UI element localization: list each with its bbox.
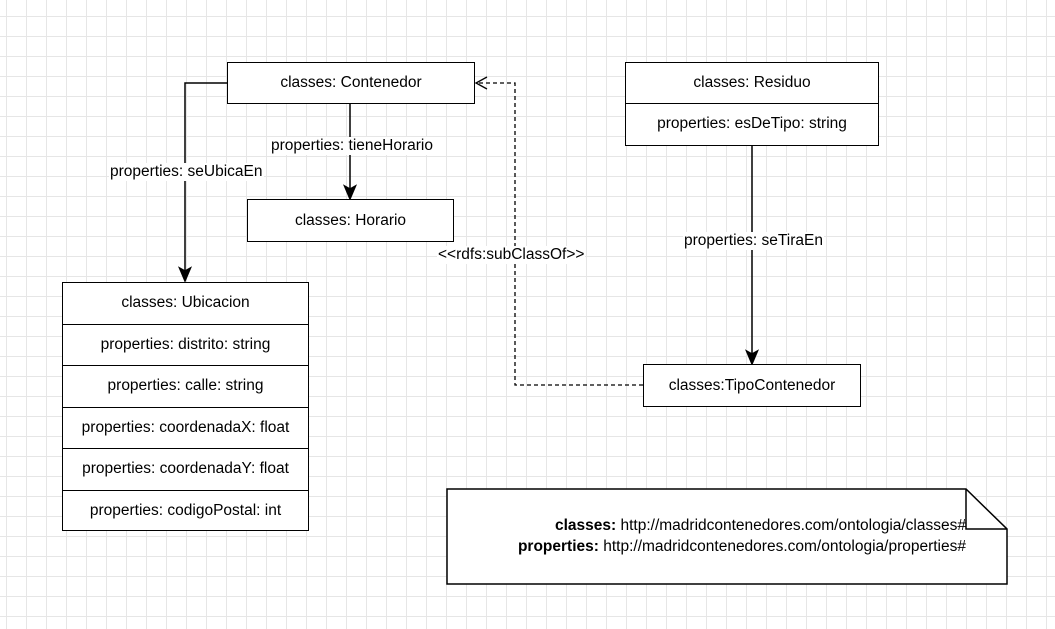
note-shape bbox=[446, 488, 1008, 585]
edge-subclass-of[interactable] bbox=[474, 76, 643, 386]
class-ubicacion[interactable]: classes: Ubicacion properties: distrito:… bbox=[62, 282, 309, 531]
ubicacion-property-distrito: properties: distrito: string bbox=[63, 325, 308, 366]
edge-se-tira-en[interactable] bbox=[744, 145, 760, 366]
ubicacion-property-coordenadax: properties: coordenadaX: float bbox=[63, 408, 308, 449]
ubicacion-property-codigopostal: properties: codigoPostal: int bbox=[89, 501, 282, 519]
note-text: classes: http://madridcontenedores.com/o… bbox=[518, 515, 966, 557]
class-contenedor[interactable]: classes: Contenedor bbox=[227, 62, 475, 104]
ubicacion-property-coordenaday: properties: coordenadaY: float bbox=[63, 449, 308, 491]
class-residuo-title: classes: Residuo bbox=[626, 63, 878, 104]
edge-se-ubica-en[interactable] bbox=[177, 82, 228, 283]
note-properties-key: properties: bbox=[517, 538, 599, 555]
note-properties-url: http://madridcontenedores.com/ontologia/… bbox=[603, 538, 966, 555]
class-tipo-contenedor[interactable]: classes:TipoContenedor bbox=[643, 364, 861, 407]
label-se-ubica-en: properties: seUbicaEn bbox=[109, 163, 264, 181]
note-classes-key: classes: bbox=[554, 517, 617, 534]
label-se-tira-en: properties: seTiraEn bbox=[683, 232, 824, 250]
class-residuo[interactable]: classes: Residuo properties: esDeTipo: s… bbox=[625, 62, 879, 146]
namespace-note[interactable]: classes: http://madridcontenedores.com/o… bbox=[446, 488, 1008, 585]
note-classes-line: classes: http://madridcontenedores.com/o… bbox=[518, 515, 966, 536]
residuo-property-esdetipo: properties: esDeTipo: string bbox=[657, 115, 847, 132]
label-tiene-horario: properties: tieneHorario bbox=[270, 137, 434, 155]
note-classes-url: http://madridcontenedores.com/ontologia/… bbox=[620, 517, 966, 534]
class-horario[interactable]: classes: Horario bbox=[247, 199, 454, 242]
note-properties-line: properties: http://madridcontenedores.co… bbox=[518, 536, 966, 557]
class-ubicacion-title: classes: Ubicacion bbox=[63, 283, 308, 325]
label-subclass-of: <<rdfs:subClassOf>> bbox=[437, 246, 586, 264]
ubicacion-property-calle: properties: calle: string bbox=[63, 366, 308, 408]
